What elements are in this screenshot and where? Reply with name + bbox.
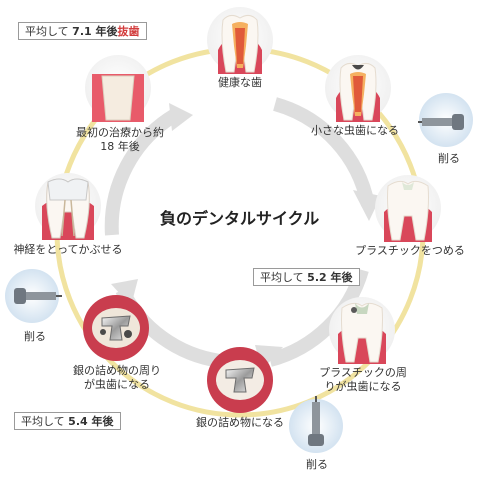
callout-extraction-highlight: 抜歯: [117, 25, 140, 38]
stage-root-canal-crown: [35, 173, 101, 240]
drill-bottom: [289, 396, 343, 453]
stage-label-healthy: 健康な歯: [218, 76, 262, 89]
drill-label-left: 削る: [24, 330, 46, 343]
stage-label-root-canal-crown: 神経をとってかぶせる: [13, 243, 123, 256]
drill-left: [5, 269, 62, 323]
stage-label-plastic-filling: プラスチックをつめる: [355, 244, 465, 257]
drill-label-upper-right: 削る: [438, 152, 460, 165]
stage-healthy-tooth: [207, 7, 273, 74]
stage-label-silver-filling: 銀の詰め物になる: [196, 416, 284, 429]
callout-extraction-value: 7.1 年後: [72, 25, 118, 38]
stage-label-decay-around-plastic: プラスチックの周りが虫歯になる: [319, 366, 407, 393]
callout-5-2-years: 平均して 5.2 年後: [253, 268, 360, 286]
stage-18-years-later: [85, 55, 151, 122]
stage-label-small-cavity: 小さな虫歯になる: [311, 124, 399, 137]
callout-mid-value: 5.2 年後: [307, 271, 353, 284]
stage-decay-around-plastic: [329, 297, 395, 364]
stage-decay-around-silver: [83, 295, 149, 361]
callout-extraction-prefix: 平均して: [25, 25, 69, 38]
stage-silver-filling: [207, 347, 273, 413]
drill-upper-right: [418, 93, 473, 147]
callout-bottom-value: 5.4 年後: [68, 415, 114, 428]
callout-5-4-years: 平均して 5.4 年後: [14, 412, 121, 430]
stage-plastic-filling: [375, 175, 441, 242]
callout-bottom-prefix: 平均して: [21, 415, 65, 428]
stage-small-cavity: [325, 55, 391, 122]
callout-extraction: 平均して 7.1 年後抜歯: [18, 22, 147, 40]
stage-label-decay-around-silver: 銀の詰め物の周りが虫歯になる: [73, 364, 161, 391]
stage-label-18-years: 最初の治療から約 18 年後: [76, 126, 164, 153]
drill-label-bottom: 削る: [306, 458, 328, 471]
diagram-title: 負のデンタルサイクル: [160, 209, 320, 228]
callout-mid-prefix: 平均して: [260, 271, 304, 284]
